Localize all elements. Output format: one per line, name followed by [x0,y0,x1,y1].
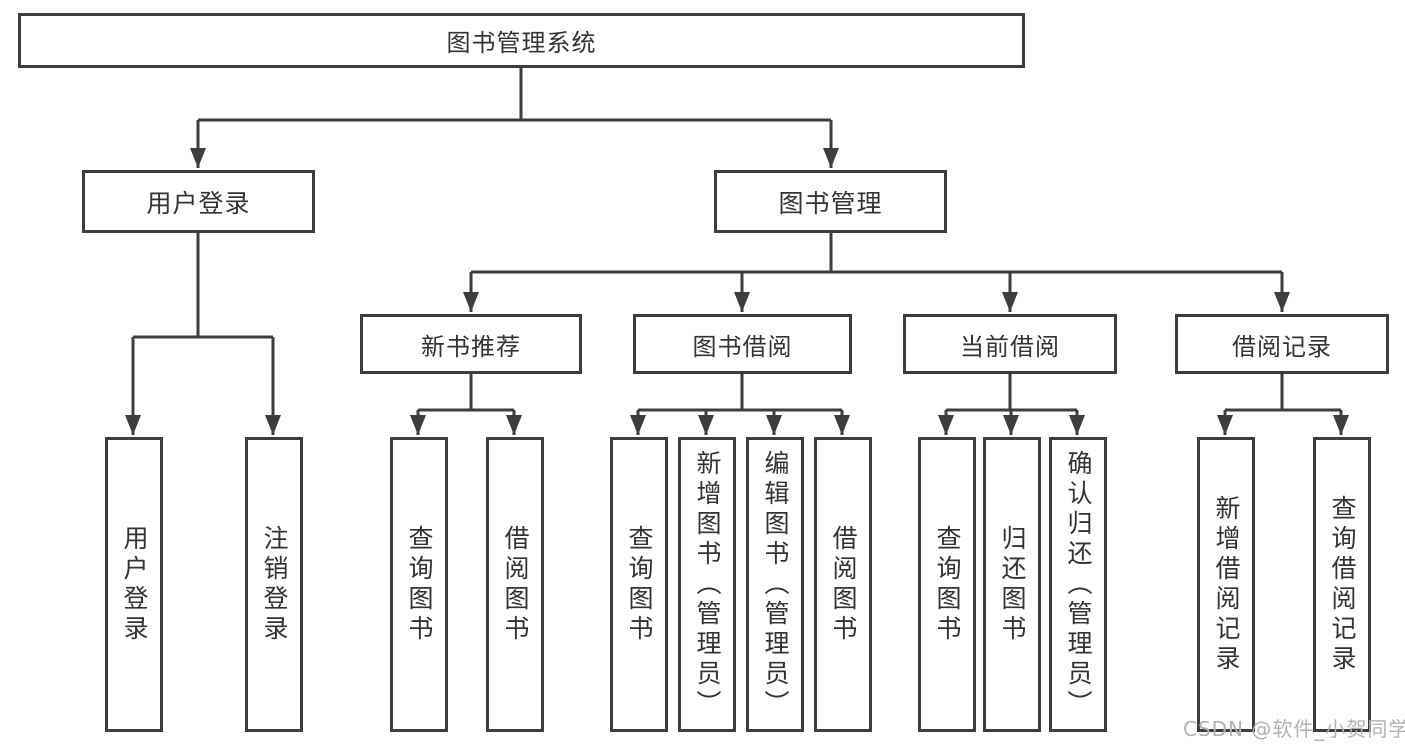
leaf-query-borrow-record: 查询借阅记录 [1313,437,1371,732]
leaf-add-borrow-record: 新增借阅记录 [1197,437,1255,732]
node-borrow-records: 借阅记录 [1175,314,1389,374]
leaf-query-books-current: 查询图书 [918,437,976,732]
leaf-borrow-books: 借阅图书 [814,437,872,732]
node-book-management: 图书管理 [714,170,947,233]
leaf-logout: 注销登录 [245,437,303,732]
leaf-user-login: 用户登录 [105,437,163,732]
leaf-return-books: 归还图书 [983,437,1041,732]
leaf-query-books-recommend: 查询图书 [390,437,448,732]
leaf-add-books-admin: 新增图书（管理员） [678,437,736,732]
node-book-borrow: 图书借阅 [633,314,852,374]
csdn-watermark: CSDN @软件_小贺同学 [1183,717,1405,741]
node-library-management-system: 图书管理系统 [18,13,1025,68]
leaf-borrow-books-recommend: 借阅图书 [486,437,544,732]
leaf-edit-books-admin: 编辑图书（管理员） [746,437,804,732]
node-user-login: 用户登录 [82,170,315,233]
leaf-confirm-return-admin: 确认归还（管理员） [1049,437,1107,732]
leaf-query-books-borrow: 查询图书 [610,437,668,732]
node-new-book-recommend: 新书推荐 [360,314,582,374]
node-current-borrow: 当前借阅 [903,314,1117,374]
